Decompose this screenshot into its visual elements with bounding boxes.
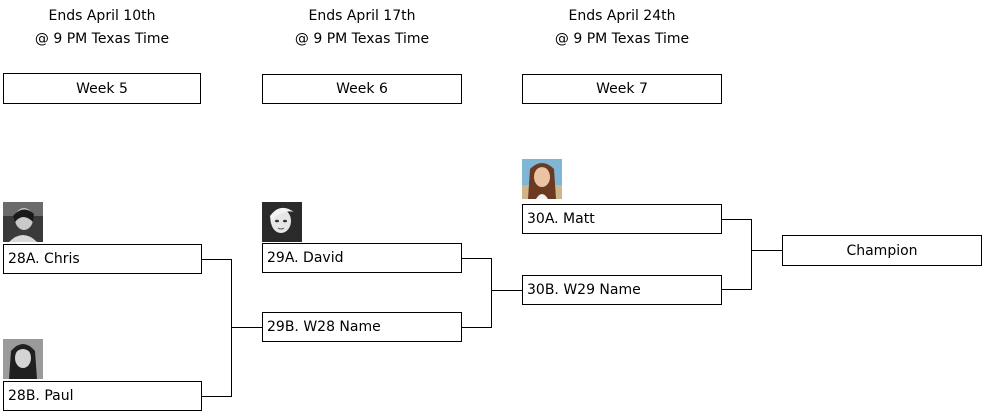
match-29b: 29B. W28 Name xyxy=(262,312,462,342)
connector-28b xyxy=(201,396,232,397)
deadline-line-2: @ 9 PM Texas Time xyxy=(554,31,690,47)
deadline-line-1: Ends April 24th xyxy=(568,8,676,24)
paul-avatar xyxy=(3,339,43,379)
connector-30a xyxy=(721,219,752,220)
connector-29-vertical xyxy=(491,258,492,328)
connector-to-champion xyxy=(751,250,782,251)
chris-avatar xyxy=(3,202,43,242)
connector-28a xyxy=(201,259,232,260)
connector-30b xyxy=(721,289,752,290)
week-5-label: Week 5 xyxy=(3,73,201,104)
deadline-line-2: @ 9 PM Texas Time xyxy=(34,31,170,47)
deadline-line-1: Ends April 10th xyxy=(48,8,156,24)
deadline-line-2: @ 9 PM Texas Time xyxy=(294,31,430,47)
connector-30-vertical xyxy=(751,219,752,290)
connector-29b xyxy=(461,327,492,328)
deadline-week-7: Ends April 24th @ 9 PM Texas Time xyxy=(522,5,722,51)
match-28a: 28A. Chris xyxy=(3,244,202,274)
deadline-week-5: Ends April 10th @ 9 PM Texas Time xyxy=(2,5,202,51)
connector-to-29b xyxy=(231,327,262,328)
match-29a: 29A. David xyxy=(262,243,462,273)
matt-avatar xyxy=(522,159,562,199)
connector-to-30b xyxy=(491,290,522,291)
week-7-label: Week 7 xyxy=(522,74,722,104)
deadline-week-6: Ends April 17th @ 9 PM Texas Time xyxy=(262,5,462,51)
connector-28-vertical xyxy=(231,259,232,397)
david-avatar xyxy=(262,202,302,242)
match-30b: 30B. W29 Name xyxy=(522,275,722,305)
match-30a: 30A. Matt xyxy=(522,204,722,234)
match-28b: 28B. Paul xyxy=(3,381,202,411)
week-6-label: Week 6 xyxy=(262,74,462,104)
connector-29a xyxy=(461,258,492,259)
champion-box: Champion xyxy=(782,235,982,266)
deadline-line-1: Ends April 17th xyxy=(308,8,416,24)
